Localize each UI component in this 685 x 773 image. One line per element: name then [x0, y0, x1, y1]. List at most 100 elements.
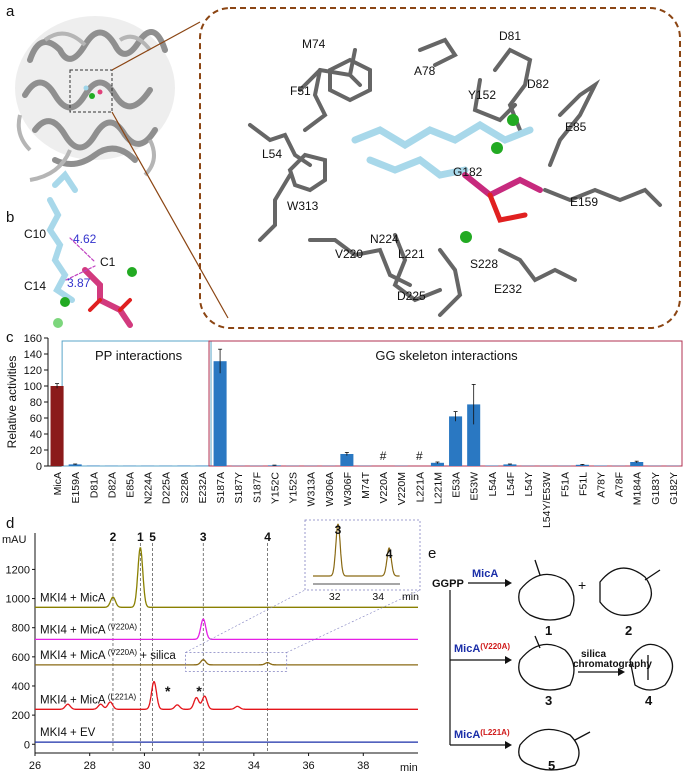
trace-2 — [35, 659, 418, 666]
c-x-tick-label: G182Y — [668, 472, 680, 505]
c-x-tick-label: L54Y/E53W — [541, 472, 553, 528]
enzyme-v220a: MicA(V220A) — [454, 642, 510, 655]
residue-label-s228: S228 — [470, 257, 498, 271]
c-x-tick-label: M74T — [360, 471, 372, 498]
peak-label-1: 1 — [137, 530, 144, 544]
trace-label-0: MKI4 + MicA — [40, 592, 106, 604]
c-x-tick-label: N224A — [143, 472, 155, 504]
c-x-tick-label: L221A — [414, 472, 426, 502]
group-label-gg: GG skeleton interactions — [375, 348, 518, 363]
c-x-tick-label: E232A — [197, 472, 209, 504]
compound-3: 3 — [545, 693, 552, 708]
bar-l54f — [503, 464, 517, 466]
inset-box — [304, 519, 421, 591]
residue-label-a78: A78 — [414, 64, 436, 78]
compound-1: 1 — [545, 623, 552, 638]
distance-c10-c1: 4.62 — [73, 232, 97, 246]
atom-c1: C1 — [100, 255, 116, 269]
enzyme-l221a: MicA(L221A) — [454, 728, 510, 741]
trace-label-1: MKI4 + MicA (V220A) — [40, 622, 137, 636]
residue-label-e159: E159 — [570, 195, 598, 209]
c-x-tick-label: S187F — [251, 472, 263, 503]
compound-2: 2 — [625, 623, 632, 638]
c-x-tick-label: Y152S — [288, 472, 300, 504]
residue-label-g182: G182 — [453, 165, 483, 179]
c-x-tick-label: D82A — [106, 472, 118, 498]
zoom-frame — [199, 7, 681, 329]
residue-label-f51: F51 — [290, 84, 311, 98]
d-y-tick-label: 0 — [24, 739, 30, 751]
c-x-tick-label: E53W — [469, 472, 481, 501]
d-x-tick-label: 28 — [84, 760, 96, 772]
ligand-model — [46, 170, 137, 328]
d-x-tick-label: 30 — [138, 760, 150, 772]
c-x-tick-label: A78Y — [595, 472, 607, 498]
enzyme-wt: MicA — [472, 568, 498, 580]
c-x-tick-label: S187Y — [233, 472, 245, 504]
bar-s187a — [213, 361, 227, 466]
c-x-tick-label: M184A — [632, 472, 644, 505]
c-x-tick-label: D225A — [161, 472, 173, 504]
panel-letter-b: b — [6, 209, 14, 226]
c-x-tick-label: S187A — [215, 472, 227, 504]
compound-5: 5 — [548, 758, 555, 773]
d-x-axis-label: min — [400, 762, 418, 773]
inset-trace — [313, 523, 400, 577]
bar-w306f — [340, 454, 354, 466]
bar-l221m — [430, 462, 444, 466]
d-y-tick-label: 200 — [12, 710, 30, 722]
peak-label-4: 4 — [264, 530, 271, 544]
d-x-tick-label: 26 — [29, 760, 41, 772]
inset-x-tick-label: 32 — [329, 591, 341, 603]
c-x-tick-label: W306F — [342, 472, 354, 506]
distance-c14-c1: 3.87 — [67, 276, 91, 290]
inset-x-label: min — [402, 591, 419, 603]
d-y-tick-label: 600 — [12, 652, 30, 664]
reaction-scheme: GGPP MicA MicA(V220A) MicA(L221A) + 1 2 … — [432, 559, 674, 773]
trace-label-2: MKI4 + MicA (V220A) + silica — [40, 648, 176, 662]
bar-e53w — [467, 404, 481, 466]
c-y-axis-label: Relative activities — [5, 356, 19, 449]
residue-label-e232: E232 — [494, 282, 522, 296]
zoom-line-bottom — [111, 111, 229, 319]
bar-e53a — [449, 416, 463, 466]
peak-label-3: 3 — [200, 530, 207, 544]
atom-c14: C14 — [24, 279, 46, 293]
c-x-tick-label: Y152C — [269, 472, 281, 505]
residue-label-e85: E85 — [565, 120, 587, 134]
c-y-tick-label: 140 — [24, 349, 42, 361]
c-y-tick-label: 120 — [24, 365, 42, 377]
c-y-tick-label: 0 — [36, 461, 42, 473]
panel-letter-a: a — [6, 3, 15, 20]
d-y-tick-label: 800 — [12, 623, 30, 635]
c-x-tick-label: G183Y — [650, 472, 662, 505]
trace-1 — [35, 618, 418, 641]
active-site-sticks — [248, 37, 662, 317]
asterisk: * — [165, 683, 171, 699]
c-x-tick-label: V220A — [378, 472, 390, 504]
panel-letter-c: c — [6, 329, 14, 346]
c-x-tick-label: F51L — [577, 472, 589, 496]
panel-letter-d: d — [6, 515, 14, 532]
c-x-tick-label: V220M — [396, 472, 408, 505]
c-y-tick-label: 160 — [24, 333, 42, 345]
c-x-tick-label: E159A — [70, 472, 82, 504]
d-y-axis-label: mAU — [2, 534, 27, 546]
c-x-tick-label: L54Y — [523, 472, 535, 497]
c-x-tick-label: L54A — [487, 472, 499, 497]
c-y-tick-label: 100 — [24, 381, 42, 393]
d-y-tick-label: 1200 — [6, 564, 30, 576]
trace-label-4: MKI4 + EV — [40, 727, 96, 739]
trace-label-3: MKI4 + MicA (L221A) — [40, 692, 137, 706]
c-y-tick-label: 20 — [30, 445, 42, 457]
trace-0 — [35, 547, 418, 608]
c-x-tick-label: W306A — [324, 472, 336, 506]
residue-label-l221: L221 — [398, 247, 425, 261]
group-box-gg — [208, 340, 683, 467]
d-x-tick-label: 36 — [302, 760, 314, 772]
trace-3 — [35, 681, 418, 710]
c-x-tick-label: D81A — [88, 472, 100, 498]
